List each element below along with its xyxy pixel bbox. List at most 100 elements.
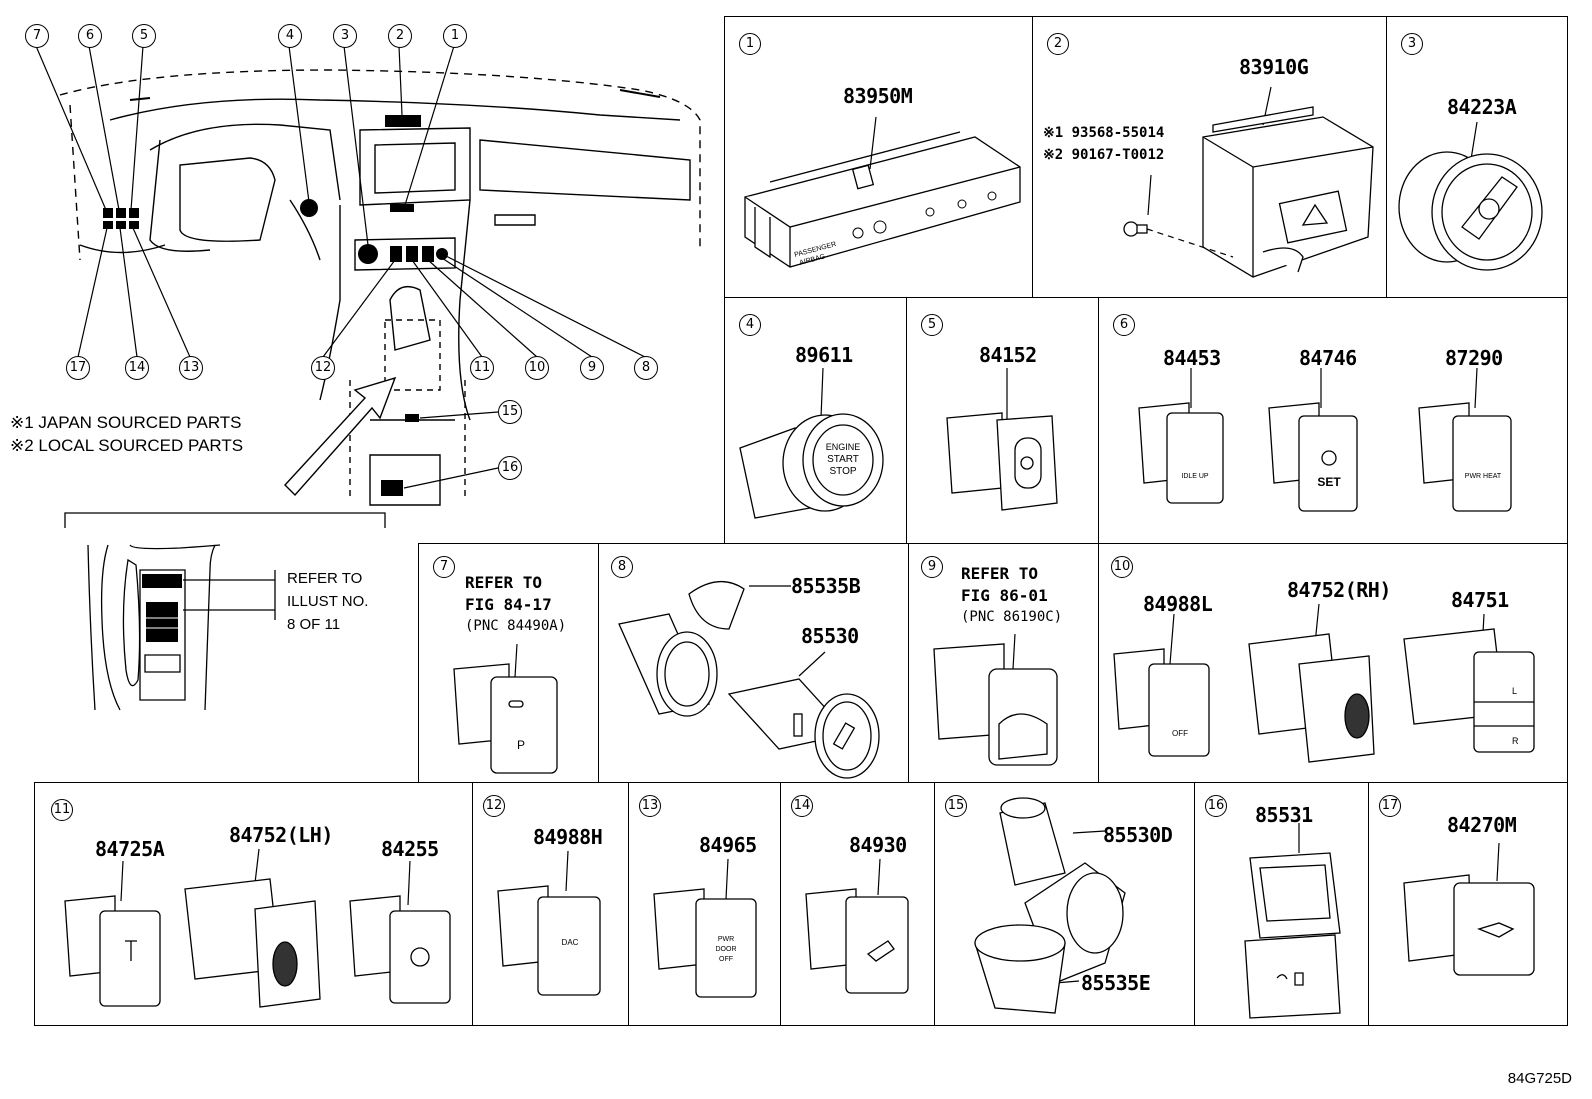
part-number-2: 85535E [1081, 971, 1151, 995]
engine-label: ENGINE [826, 442, 861, 452]
callout-15: 15 [498, 400, 522, 424]
panel-4: 4 89611 ENGINE START STOP [724, 297, 908, 545]
panel-number: 14 [791, 795, 813, 817]
panel-12: 12 84988H DAC [472, 782, 630, 1026]
callout-16: 16 [498, 456, 522, 480]
part-84752lh-illustration [184, 848, 321, 1008]
panel-number: 1 [739, 33, 761, 55]
inset-callout-line2: ILLUST NO. [287, 593, 369, 610]
note-japan-sourced: ※1 JAPAN SOURCED PARTS [10, 413, 242, 432]
svg-text:L: L [1512, 686, 1517, 696]
part-number: 84152 [979, 343, 1037, 367]
part-86190c-illustration [933, 633, 1058, 766]
part-number: 85531 [1255, 803, 1313, 827]
panel-2: 2 83910G ※1 93568-55014 ※2 90167-T0012 [1032, 16, 1388, 299]
panel-8: 8 85535B 85530 [598, 543, 910, 784]
part-number: 84223A [1447, 95, 1517, 119]
panel-number: 11 [51, 799, 73, 821]
part-number-2: 84752(LH) [229, 823, 333, 847]
stop-label: STOP [829, 466, 856, 477]
note-local-sourced: ※2 LOCAL SOURCED PARTS [10, 436, 244, 455]
part-84752rh-illustration [1248, 603, 1375, 763]
callout-1: 1 [443, 24, 467, 48]
panel-6: 6 84453 84746 87290 IDLE UP SET PWR HEAT [1098, 297, 1568, 545]
diagram-code: 84G725D [1507, 1070, 1572, 1087]
panel-number: 3 [1401, 33, 1423, 55]
part-84490a-illustration: P [453, 643, 558, 774]
start-label: START [827, 454, 859, 465]
part-84965-illustration: PWR DOOR OFF [653, 858, 757, 998]
part-83950m-illustration: PASSENGER AIRBAG [744, 116, 1021, 268]
part-85530d-85535e-illustration [974, 797, 1126, 1014]
part-84152-illustration [946, 368, 1058, 511]
part-number: 84965 [699, 833, 757, 857]
inset-callout: REFER TO ILLUST NO. 8 OF 11 [287, 567, 368, 636]
part-89611-illustration: ENGINE START STOP [739, 367, 884, 519]
sub-part-local: ※2 90167-T0012 [1043, 147, 1165, 163]
part-84223a-illustration [1398, 121, 1543, 271]
part-number-1: 84453 [1163, 346, 1221, 370]
part-85531-illustration [1244, 823, 1341, 1019]
panel-number: 15 [945, 795, 967, 817]
part-84270m-illustration [1403, 842, 1535, 976]
part-number: 83910G [1239, 55, 1309, 79]
refer-to-line2: FIG 86-01 [961, 586, 1048, 605]
svg-text:P: P [517, 738, 525, 752]
panel-number: 4 [739, 314, 761, 336]
door-label: DOOR [716, 946, 737, 953]
callout-12: 12 [311, 356, 335, 380]
callout-14: 14 [125, 356, 149, 380]
panel-number: 16 [1205, 795, 1227, 817]
part-number: 84270M [1447, 813, 1517, 837]
sub-part-japan: ※1 93568-55014 [1043, 125, 1165, 141]
panel-number: 6 [1113, 314, 1135, 336]
callout-17: 17 [66, 356, 90, 380]
pwr-heat-label: PWR HEAT [1465, 473, 1502, 480]
dac-label: DAC [562, 938, 579, 947]
panel-number: 13 [639, 795, 661, 817]
part-85535b-85530-illustration [618, 581, 880, 779]
dashboard-overview-illustration [35, 45, 701, 506]
panel-number: 17 [1379, 795, 1401, 817]
part-number: 83950M [843, 84, 913, 108]
panel-number: 12 [483, 795, 505, 817]
part-84988h-illustration: DAC [497, 850, 601, 996]
callout-4: 4 [278, 24, 302, 48]
panel-7: 7 REFER TO FIG 84-17 (PNC 84490A) P [418, 543, 600, 784]
panel-1: 1 83950M PASSENGER AIRBAG [724, 16, 1034, 299]
part-number-3: 84751 [1451, 588, 1509, 612]
refer-to-line3: (PNC 86190C) [961, 609, 1063, 625]
callout-5: 5 [132, 24, 156, 48]
part-84255-illustration [349, 860, 451, 1004]
part-number-2: 84746 [1299, 346, 1357, 370]
panel-11: 11 84725A 84752(LH) 84255 [34, 782, 474, 1026]
refer-to-line1: REFER TO [961, 564, 1039, 583]
callout-7: 7 [25, 24, 49, 48]
part-number-1: 84725A [95, 837, 165, 861]
inset-callout-line3: 8 OF 11 [287, 616, 341, 633]
part-84725a-illustration [64, 860, 161, 1007]
panel-15: 15 85530D 85535E [934, 782, 1196, 1026]
callout-11: 11 [470, 356, 494, 380]
refer-to-line2: FIG 84-17 [465, 595, 552, 614]
part-number-1: 85535B [791, 574, 861, 598]
refer-to-line1: REFER TO [465, 573, 543, 592]
panel-10: 10 84988L 84752(RH) 84751 OFF L R [1098, 543, 1568, 784]
part-84751-illustration: L R [1403, 613, 1535, 753]
svg-text:R: R [1512, 736, 1519, 746]
off-label: OFF [1172, 729, 1188, 738]
panel-number: 2 [1047, 33, 1069, 55]
callout-13: 13 [179, 356, 203, 380]
panel-16: 16 85531 [1194, 782, 1370, 1026]
part-number: 84988H [533, 825, 603, 849]
part-number-1: 85530D [1103, 823, 1173, 847]
panel-number: 9 [921, 556, 943, 578]
part-number: 89611 [795, 343, 853, 367]
part-number-3: 84255 [381, 837, 439, 861]
panel-number: 8 [611, 556, 633, 578]
refer-to-line3: (PNC 84490A) [465, 618, 567, 634]
part-84746-illustration: SET [1268, 368, 1358, 512]
panel-14: 14 84930 [780, 782, 936, 1026]
panel-17: 17 84270M [1368, 782, 1568, 1026]
part-number-1: 84988L [1143, 592, 1213, 616]
